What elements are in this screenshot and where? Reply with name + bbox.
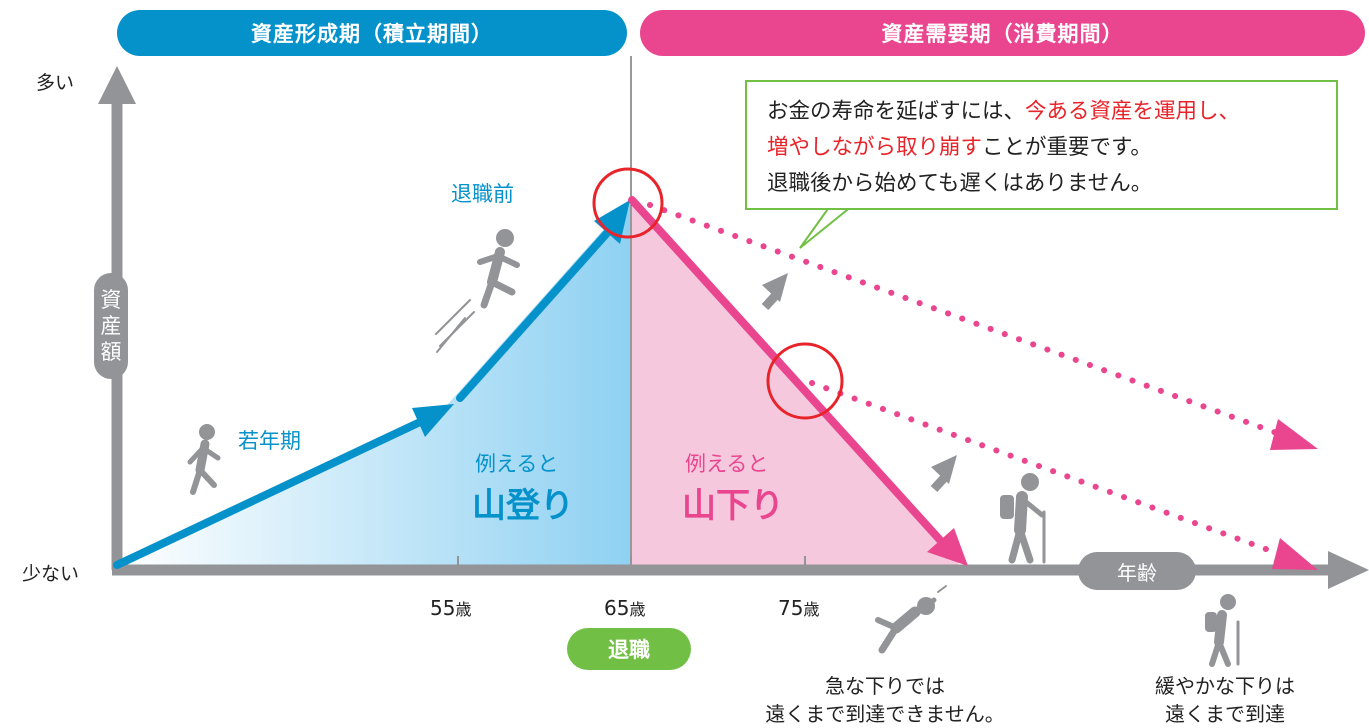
y-axis-title: 資 産 額 xyxy=(94,273,128,379)
boost-arrow-upper xyxy=(761,291,780,311)
stage-young-label: 若年期 xyxy=(238,429,301,453)
x-axis-arrowhead xyxy=(1328,551,1369,589)
callout-line-3: 退職後から始めても遅くはありません。 xyxy=(767,171,1153,196)
y-axis-title-char-2: 産 xyxy=(100,314,122,338)
retirement-badge: 退職 xyxy=(567,628,691,670)
x-axis-title: 年齢 xyxy=(1078,552,1196,590)
falling-person-icon xyxy=(875,585,947,654)
metaphor-left-small: 例えると xyxy=(475,452,559,476)
phase-accumulation-header: 資産形成期（積立期間） xyxy=(117,10,627,56)
stage-pre-retire-label: 退職前 xyxy=(451,182,514,206)
y-axis-low-label: 少ない xyxy=(22,563,80,585)
tick-label-75: 75歳 xyxy=(778,596,820,620)
y-axis-title-char-3: 額 xyxy=(100,340,122,364)
gentle-caption: 緩やかな下りは 遠くまで到達 xyxy=(1155,674,1295,726)
callout-pointer xyxy=(799,205,855,249)
growth-arrowhead-young xyxy=(412,404,454,437)
metaphor-right-small: 例えると xyxy=(685,452,769,476)
y-axis-title-char-1: 資 xyxy=(100,288,122,312)
callout-line-2: 増やしながら取り崩すことが重要です。 xyxy=(767,135,1152,160)
steep-caption: 急な下りでは 遠くまで到達できません。 xyxy=(765,674,1005,726)
growth-arrowhead-pre-retire xyxy=(594,200,630,244)
gentle-decline-top-arrowhead xyxy=(1270,419,1318,450)
growth-arrow-pre-retire xyxy=(456,228,612,402)
metaphor-right-big: 山下り xyxy=(682,486,784,526)
retirement-peak-circle xyxy=(592,167,664,239)
tick-label-55: 55歳 xyxy=(430,596,472,620)
turning-point-circle xyxy=(766,342,844,420)
tick-label-65: 65歳 xyxy=(604,596,646,620)
hiker-icon xyxy=(1000,473,1046,564)
growth-arrow-young xyxy=(113,419,422,569)
gentle-decline-bottom-arrowhead xyxy=(1272,538,1318,570)
steep-decline-arrowhead xyxy=(927,528,968,566)
steep-decline-line xyxy=(628,196,944,544)
gentle-hiker-icon xyxy=(1205,594,1240,667)
advice-callout: お金の寿命を延ばすには、今ある資産を運用し、 増やしながら取り崩すことが重要です… xyxy=(745,80,1338,210)
fast-runner-icon xyxy=(435,229,520,353)
phase-spending-header: 資産需要期（消費期間） xyxy=(640,10,1365,56)
y-axis-high-label: 多い xyxy=(36,72,75,94)
boost-arrowhead-upper xyxy=(762,273,788,302)
metaphor-left-big: 山登り xyxy=(472,486,574,526)
callout-line-1: お金の寿命を延ばすには、今ある資産を運用し、 xyxy=(767,99,1241,124)
boost-arrowhead-lower xyxy=(931,455,957,484)
boost-arrow-lower xyxy=(930,473,949,493)
accumulation-area xyxy=(117,200,630,565)
young-runner-icon xyxy=(187,424,221,495)
y-axis-arrowhead xyxy=(98,66,136,104)
